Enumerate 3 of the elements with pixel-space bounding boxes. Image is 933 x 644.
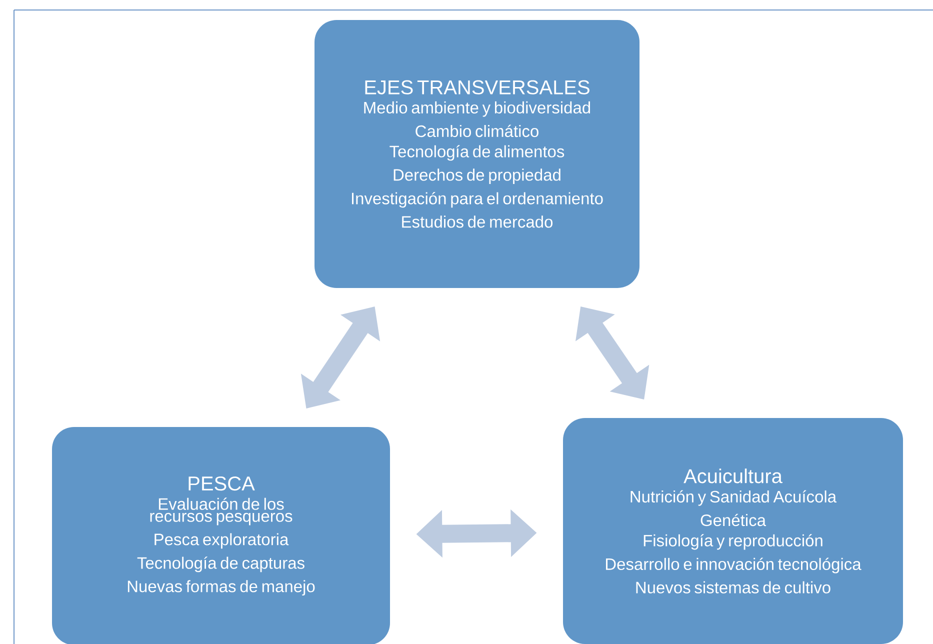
topic-box: Acuicultura Nutrición y Sanidad Acuícola Genética Fisiología y reproducción Desarrollo e innovación tecnológica Nuevos sistemas de cultivo xyxy=(563,418,903,644)
topic-box: PESCA Evaluación de los recursos pesqueros Pesca exploratoria Tecnología de capturas Nuevas formas de manejo xyxy=(52,427,390,644)
topic-box: EJES TRANSVERSALES Medio ambiente y biodiversidad Cambio climático Tecnología de alimentos Derechos de propiedad Investigación para el ordenamiento Estudios de mercado xyxy=(314,20,640,288)
